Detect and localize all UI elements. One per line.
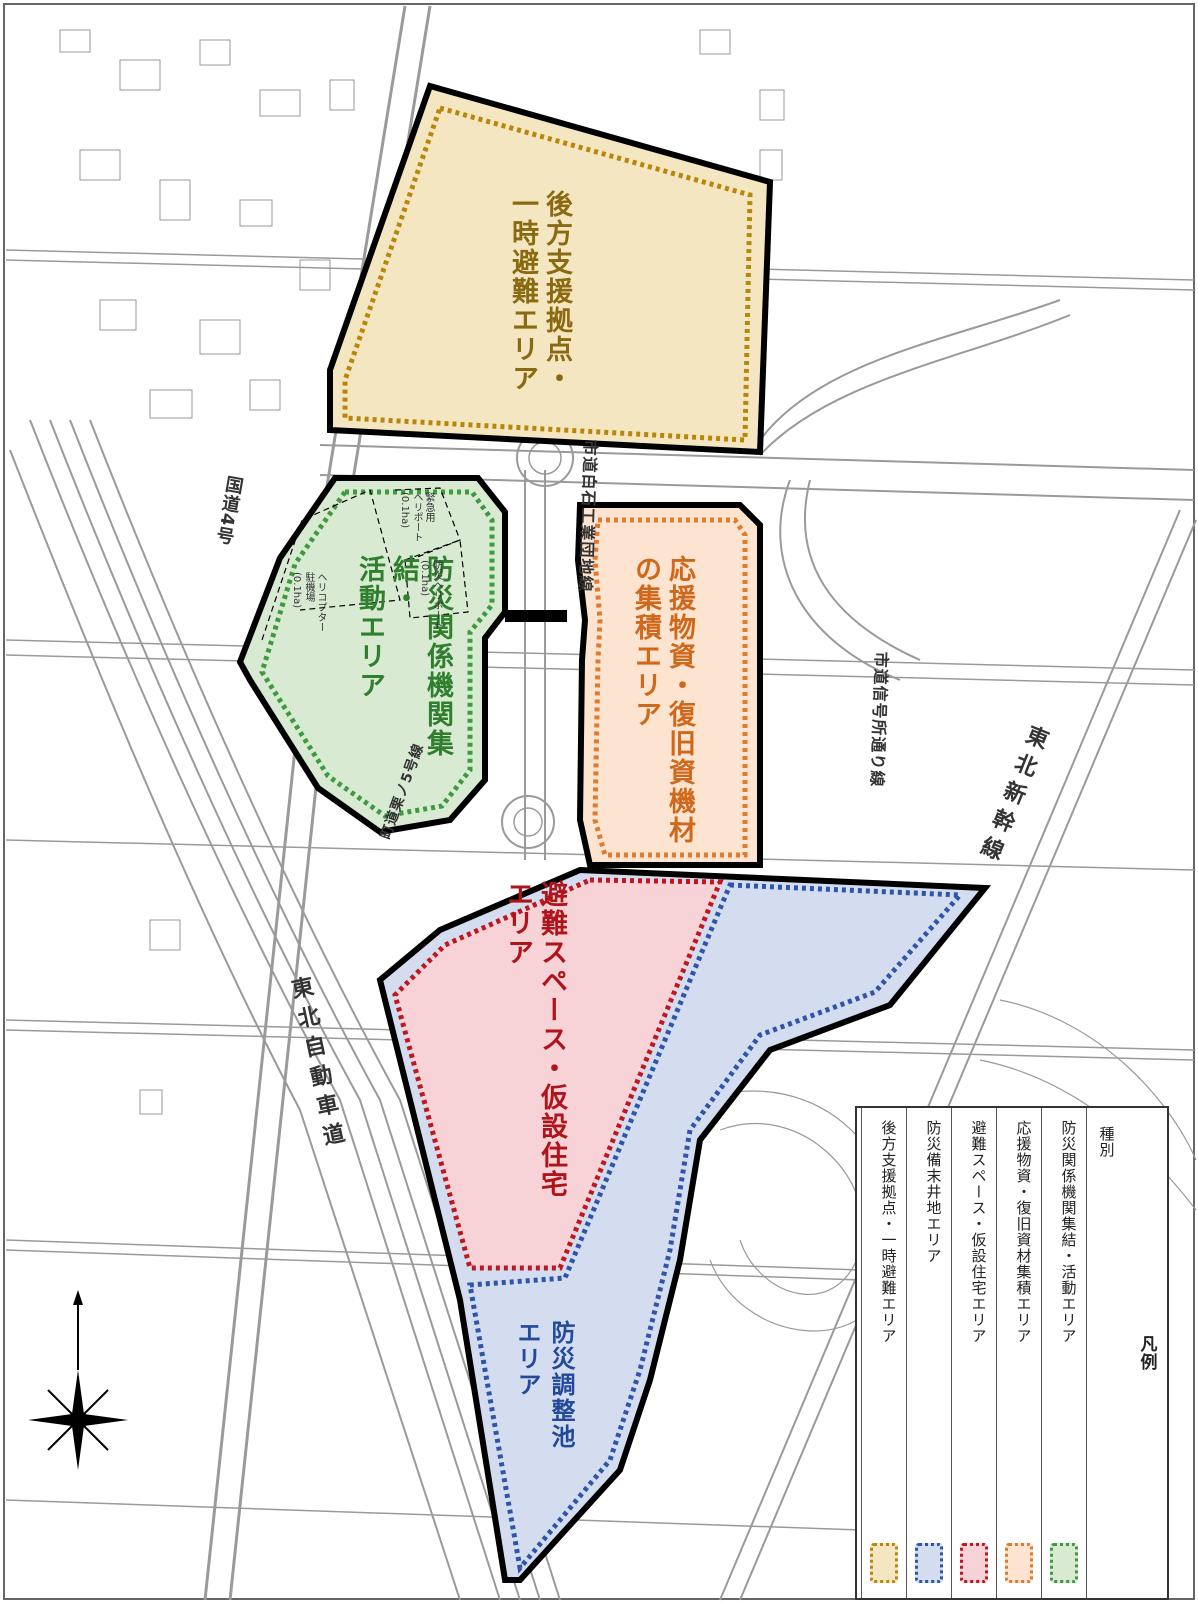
legend-item-4: 後方支援拠点・一時避難エリア [861, 1108, 906, 1598]
legend-header-col: 種別 [1086, 1108, 1127, 1598]
retention-pond-label: 防災調整池エリア [510, 1320, 578, 1490]
relief-goods-area [574, 502, 763, 868]
evacuation-label-line1: 避難スペース・仮設住宅 [536, 880, 567, 1199]
legend-item-3-swatch [915, 1543, 943, 1583]
disaster-heliport-size: (0.1ha) [419, 560, 430, 597]
legend-item-0: 防災関係機関集結・活動エリア [1041, 1108, 1086, 1598]
emergency-heliport-label: 緊急用ヘリポート(0.1ha) [398, 492, 434, 542]
emergency-heliport-name: 緊急用 [423, 492, 434, 522]
heli-parking-name: ヘリコプター [315, 572, 326, 632]
relief-goods-label-line2: の集積エリア [630, 555, 661, 729]
north-compass [28, 1290, 128, 1470]
retention-pond-label-line2: エリア [513, 1320, 541, 1398]
relief-goods-label-line1: 応援物資・復旧資機材 [664, 555, 695, 845]
evacuation-label-line2: エリア [502, 880, 533, 967]
heli-parking-size: (0.1ha) [291, 572, 302, 609]
disaster-orgs-label-line2: 活動エリア [354, 555, 385, 700]
rear-support-label: 後方支援拠点・一時避難エリア [505, 190, 573, 430]
legend-header: 種別 [1097, 1126, 1116, 1158]
emergency-heliport-size: (0.1ha) [399, 492, 410, 529]
rear-support-label-line1: 後方支援拠点・ [541, 190, 572, 393]
legend-item-3: 防災備末井地エリア [906, 1108, 951, 1598]
disaster-heliport-name: 防災ヘリポート [431, 560, 442, 630]
rear-support-area [327, 82, 774, 456]
relief-goods-label: 応援物資・復旧資機材の集積エリア [628, 555, 696, 855]
legend: 凡例 種別 防災関係機関集結・活動エリア 応援物資・復旧資材集積エリア 避難スペ… [855, 1106, 1169, 1600]
rear-support-label-line2: 一時避難エリア [507, 190, 538, 393]
disaster-orgs-label-line1: 防災関係機関集結・ [388, 555, 453, 758]
legend-item-3-label: 防災備末井地エリア [924, 1120, 943, 1264]
legend-item-1-swatch [1005, 1543, 1033, 1583]
legend-item-2-label: 避難スペース・仮設住宅エリア [969, 1120, 988, 1344]
evacuation-label: 避難スペース・仮設住宅エリア [500, 880, 568, 1220]
emergency-heliport-detail: ヘリポート [411, 492, 422, 542]
legend-item-1: 応援物資・復旧資材集積エリア [996, 1108, 1041, 1598]
disaster-orgs-area [236, 475, 567, 836]
legend-item-0-label: 防災関係機関集結・活動エリア [1059, 1120, 1078, 1344]
legend-item-1-label: 応援物資・復旧資材集積エリア [1014, 1120, 1033, 1344]
legend-item-2-swatch [960, 1543, 988, 1583]
legend-title-col: 凡例 [1127, 1108, 1167, 1598]
retention-pond-label-line1: 防災調整池 [547, 1320, 575, 1450]
signal-road-label: 市道信号所通り線 [867, 651, 892, 788]
heli-parking-detail: 駐機場 [303, 572, 314, 602]
legend-item-0-swatch [1050, 1543, 1078, 1583]
evacuation-area-group [376, 866, 992, 1583]
disaster-heliport-label: 防災ヘリポート(0.1ha) [418, 560, 442, 630]
legend-item-2: 避難スペース・仮設住宅エリア [951, 1108, 996, 1598]
legend-item-4-swatch [870, 1543, 898, 1583]
heli-parking-label: ヘリコプター駐機場(0.1ha) [290, 572, 326, 632]
legend-item-4-label: 後方支援拠点・一時避難エリア [879, 1120, 898, 1344]
disaster-orgs-label: 防災関係機関集結・活動エリア [352, 555, 454, 815]
legend-title: 凡例 [1136, 1335, 1157, 1371]
